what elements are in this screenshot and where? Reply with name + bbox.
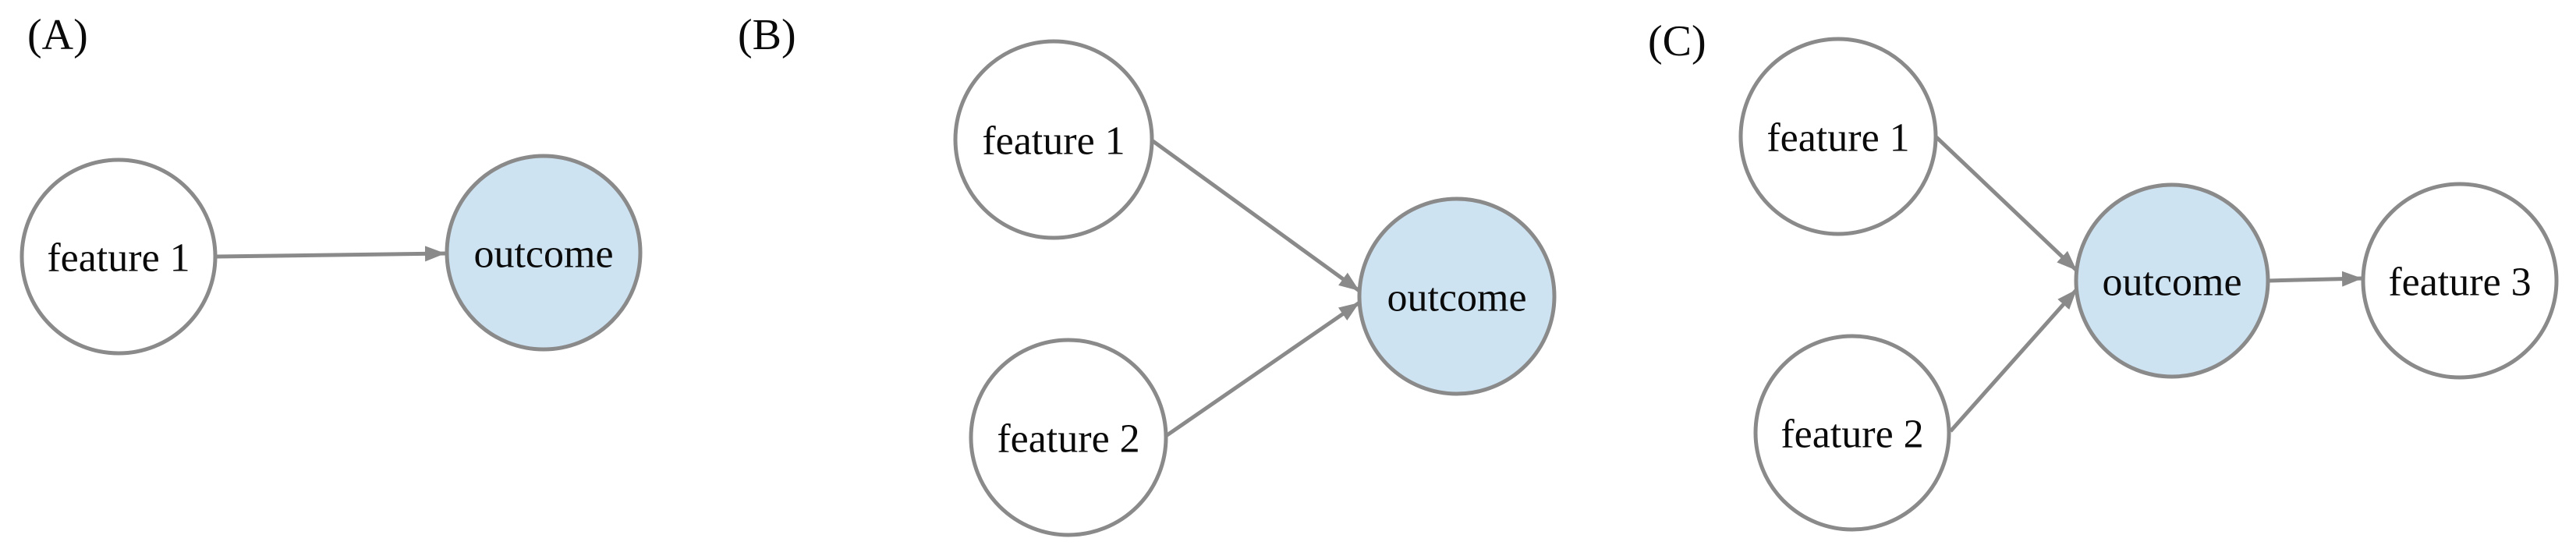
node-label-a-outcome: outcome	[473, 232, 613, 277]
node-circle-a-outcome	[445, 154, 643, 352]
node-label-c-feature2: feature 2	[1781, 413, 1923, 457]
edge-b-feature2-outcome	[1164, 300, 1361, 438]
node-label-b-feature1: feature 1	[982, 119, 1125, 164]
edge-c-feature1-outcome	[1935, 136, 2078, 272]
node-label-a-feature1: feature 1	[47, 236, 190, 281]
edge-a-feature1-outcome	[216, 246, 446, 262]
panel-c: (C) feature 1 feature 2 outcome feature …	[1648, 17, 2559, 532]
node-circle-b-feature2	[969, 338, 1168, 537]
node-label-c-feature3: feature 3	[2388, 260, 2531, 305]
node-label-c-feature1: feature 1	[1766, 116, 1909, 161]
node-circle-c-feature3	[2361, 182, 2559, 380]
node-circle-b-feature1	[953, 39, 1154, 240]
node-circle-c-feature2	[1753, 334, 1951, 532]
edge-b-feature1-outcome	[1150, 138, 1361, 293]
panel-c-label: (C)	[1648, 17, 1706, 66]
panel-a: (A) feature 1 outcome	[19, 11, 643, 356]
node-circle-b-outcome	[1357, 197, 1557, 396]
node-label-c-outcome: outcome	[2102, 260, 2241, 305]
node-circle-c-outcome	[2074, 182, 2270, 379]
node-circle-a-feature1	[19, 158, 218, 356]
edge-c-feature2-outcome	[1949, 288, 2078, 433]
node-circle-c-feature1	[1738, 37, 1938, 236]
panel-a-label: (A)	[27, 11, 88, 59]
node-label-b-feature2: feature 2	[997, 417, 1139, 462]
node-label-b-outcome: outcome	[1387, 276, 1526, 320]
panel-b-label: (B)	[738, 11, 796, 59]
panel-b: (B) feature 1 feature 2 outcome	[738, 11, 1557, 537]
edge-c-outcome-feature3	[2267, 271, 2363, 287]
